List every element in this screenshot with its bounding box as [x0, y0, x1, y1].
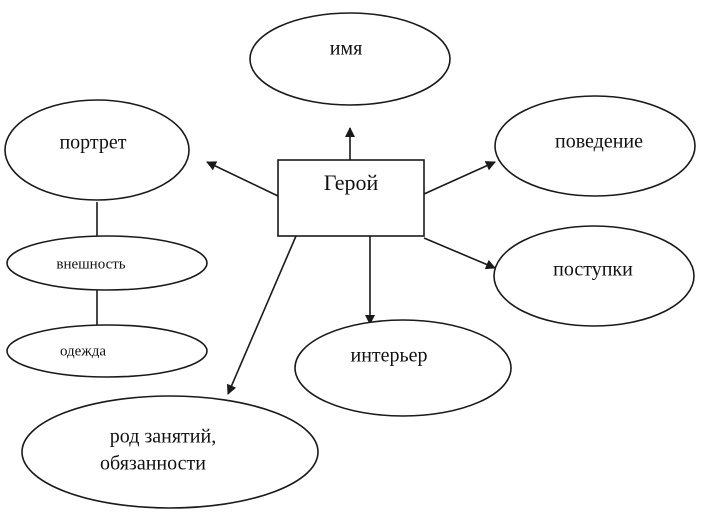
appearance-ellipse	[6, 235, 208, 291]
interior-ellipse	[294, 319, 512, 417]
interior-label: интерьер	[350, 345, 427, 367]
behavior-ellipse	[494, 95, 696, 197]
name-label: имя	[330, 38, 363, 60]
edge-hero-to-occupation	[226, 235, 297, 395]
deeds-label: поступки	[553, 259, 633, 281]
deeds-ellipse	[493, 225, 695, 327]
occupation-label-line2: обязанности	[100, 453, 206, 475]
occupation-label-line1: род занятий,	[110, 426, 216, 448]
edge-hero-to-deeds	[423, 237, 496, 270]
appearance-label: внешность	[56, 256, 125, 272]
behavior-label: поведение	[555, 131, 643, 153]
portrait-label: портрет	[59, 132, 126, 154]
name-ellipse	[249, 12, 451, 106]
portrait-ellipse	[4, 99, 190, 201]
occupation-ellipse	[21, 395, 319, 509]
hero-label: Герой	[324, 170, 379, 195]
clothing-ellipse	[6, 324, 208, 378]
edge-hero-to-portrait	[206, 161, 279, 197]
edge-hero-to-behavior	[423, 161, 496, 195]
hero-box	[277, 159, 425, 237]
clothing-label: одежда	[60, 343, 106, 359]
